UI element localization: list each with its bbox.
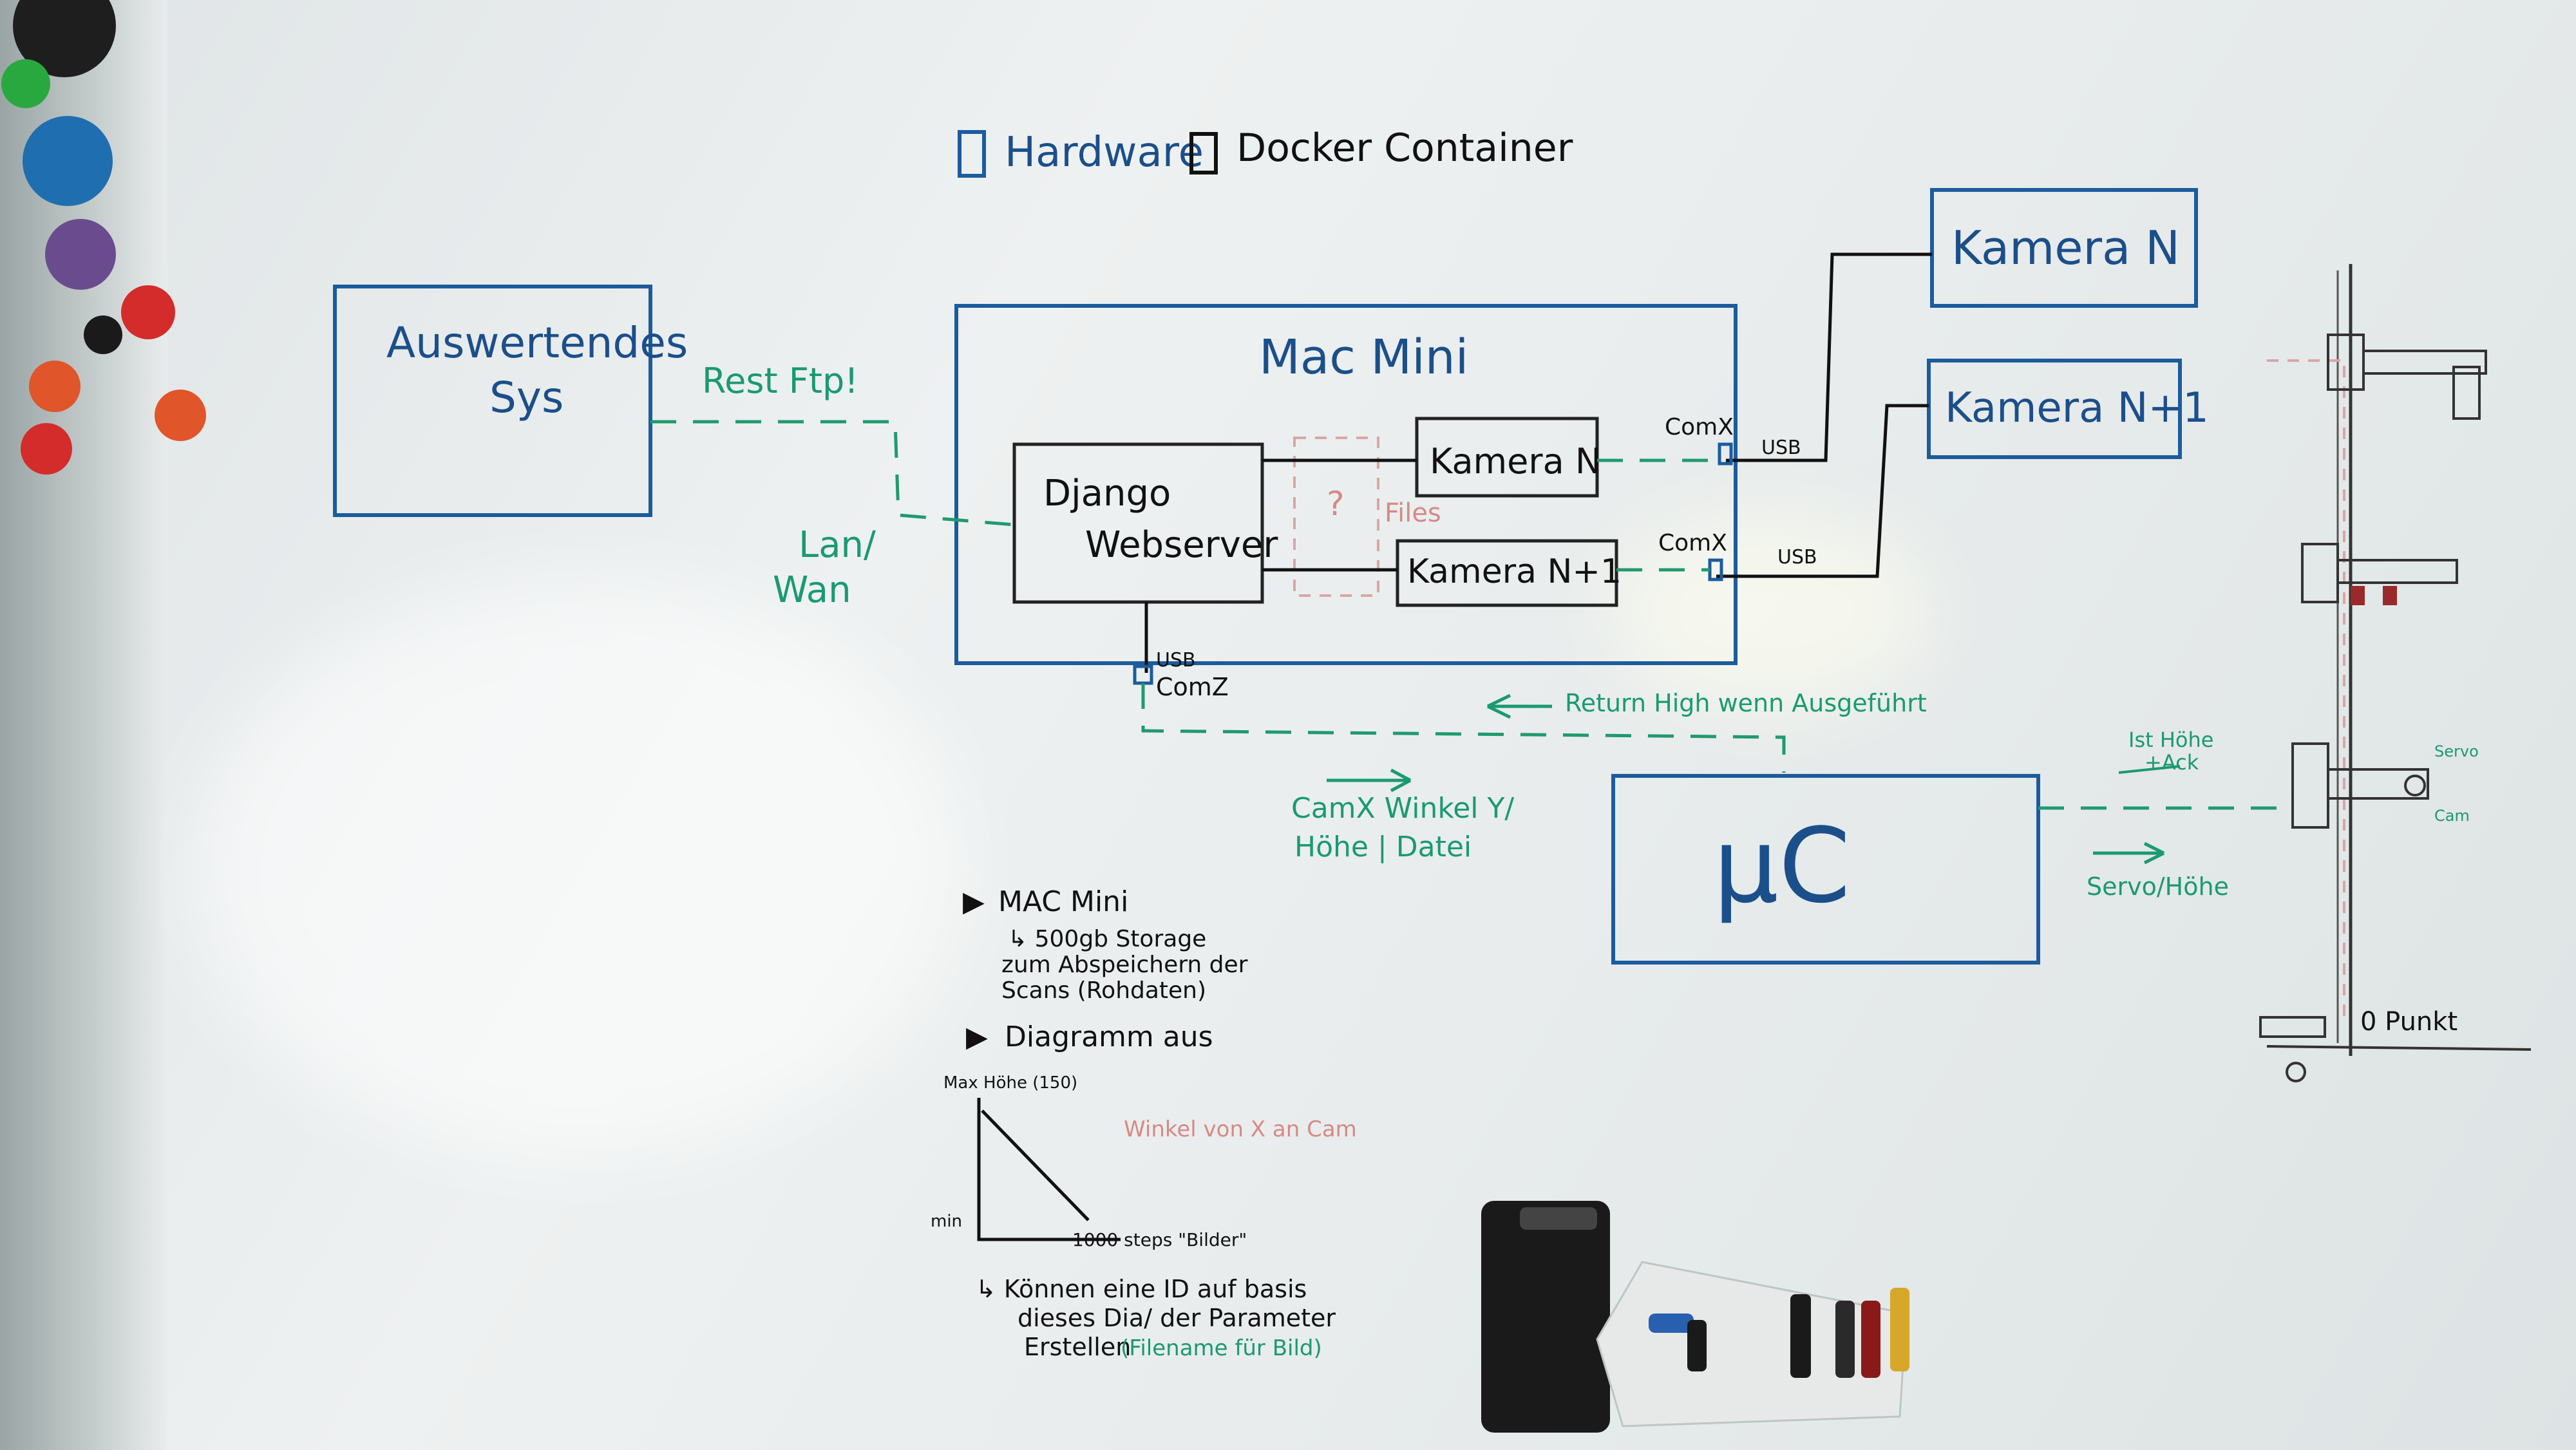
legend: Hardware Docker Container <box>958 126 1573 178</box>
wan-label: Wan <box>773 569 851 611</box>
django-label-1: Django <box>1043 473 1171 514</box>
return-high-label: Return High wenn Ausgeführt <box>1565 689 1927 717</box>
lan-label: Lan/ <box>799 524 876 566</box>
camera-rig-sketch: Servo Cam 0 Punkt <box>2259 264 2532 1082</box>
kamera-n-inner-label: Kamera N <box>1430 441 1601 482</box>
svg-text:▶: ▶ <box>966 1021 988 1053</box>
diagram-ymax: Max Höhe (150) <box>943 1073 1077 1093</box>
camx-label-2: Höhe | Datei <box>1294 831 1472 863</box>
com-z-label: ComZ <box>1156 673 1229 701</box>
light-glare <box>193 579 966 1159</box>
magnets <box>1 0 206 475</box>
usb-2: USB <box>1777 546 1817 569</box>
usb-1: USB <box>1761 437 1801 459</box>
legend-docker: Docker Container <box>1236 126 1573 171</box>
auswertendes-sys-box <box>333 285 652 517</box>
diagram-ymin: min <box>931 1212 962 1231</box>
ist-hoehe-1: Ist Höhe <box>2128 728 2213 752</box>
kamera-n1-outer-label: Kamera N+1 <box>1945 384 2209 432</box>
svg-text:▶: ▶ <box>963 885 985 918</box>
cam-label: Cam <box>2434 807 2470 825</box>
note-mac-line-3: Scans (Rohdaten) <box>1001 977 1206 1004</box>
files-label: Files <box>1385 498 1441 528</box>
note-conclusion-3: Erstellen <box>1024 1333 1131 1361</box>
diagram-red: Winkel von X an Cam <box>1124 1116 1357 1142</box>
marker-holder <box>1596 1261 1909 1427</box>
servo-hoehe-label: Servo/Höhe <box>2087 872 2229 901</box>
uc-box <box>1611 774 2040 965</box>
ist-hoehe-2: +Ack <box>2145 750 2199 775</box>
note-conclusion-1: ↳ Können eine ID auf basis <box>976 1275 1307 1303</box>
note-conclusion-green: (Filename für Bild) <box>1121 1335 1322 1361</box>
unknown-box <box>1293 437 1379 597</box>
note-diagram-title: Diagramm aus <box>1005 1021 1213 1053</box>
kamera-n-outer-label: Kamera N <box>1951 221 2180 275</box>
kamera-n-outer-box <box>1930 188 2198 308</box>
legend-hardware: Hardware <box>1005 129 1204 176</box>
kamera-n1-inner-box <box>1396 539 1618 607</box>
django-box <box>1012 442 1264 604</box>
unknown-label: ? <box>1327 485 1345 523</box>
note-mac-line-1: ↳ 500gb Storage <box>1008 926 1206 952</box>
auswertendes-label-1: Auswertendes <box>386 318 688 368</box>
camx-label-1: CamX Winkel Y/ <box>1291 792 1514 825</box>
note-conclusion-2: dieses Dia/ der Parameter <box>1018 1304 1336 1332</box>
mac-mini-box <box>954 304 1738 665</box>
mac-mini-label: Mac Mini <box>1259 330 1468 385</box>
kamera-n1-inner-label: Kamera N+1 <box>1407 552 1622 591</box>
uc-label: µC <box>1713 805 1851 926</box>
com-x-1: ComX <box>1665 414 1734 440</box>
rest-ftp-label: Rest Ftp! <box>702 361 858 401</box>
eraser <box>1481 1201 1610 1433</box>
servo-label: Servo <box>2434 742 2479 760</box>
usb-3: USB <box>1156 649 1196 672</box>
diagram-x: 1000 steps "Bilder" <box>1072 1229 1247 1250</box>
com-x-2: ComX <box>1658 530 1727 556</box>
nullpunkt-label: 0 Punkt <box>2360 1007 2458 1037</box>
note-mac-title: MAC Mini <box>998 885 1128 918</box>
note-mac-line-2: zum Abspeichern der <box>1001 952 1248 978</box>
django-label-2: Webserver <box>1085 524 1278 566</box>
kamera-n1-outer-box <box>1927 359 2182 459</box>
auswertendes-label-2: Sys <box>489 373 564 422</box>
kamera-n-inner-box <box>1415 417 1599 498</box>
